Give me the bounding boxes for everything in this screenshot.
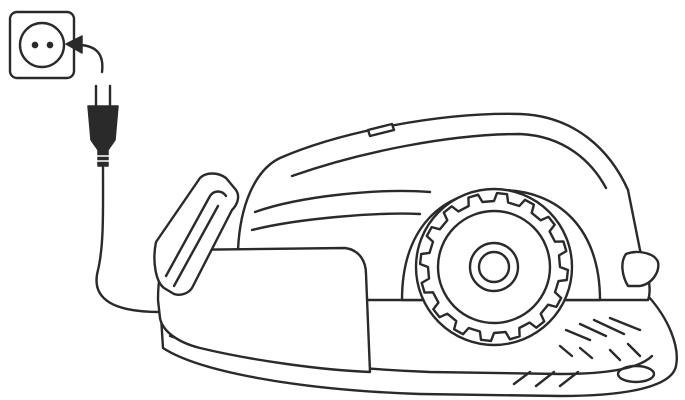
plug-icon: [88, 86, 118, 166]
wheel: [416, 189, 572, 345]
robot-mower-icon: [154, 114, 676, 396]
power-cable: [97, 166, 160, 312]
wall-socket-icon: [10, 12, 74, 78]
